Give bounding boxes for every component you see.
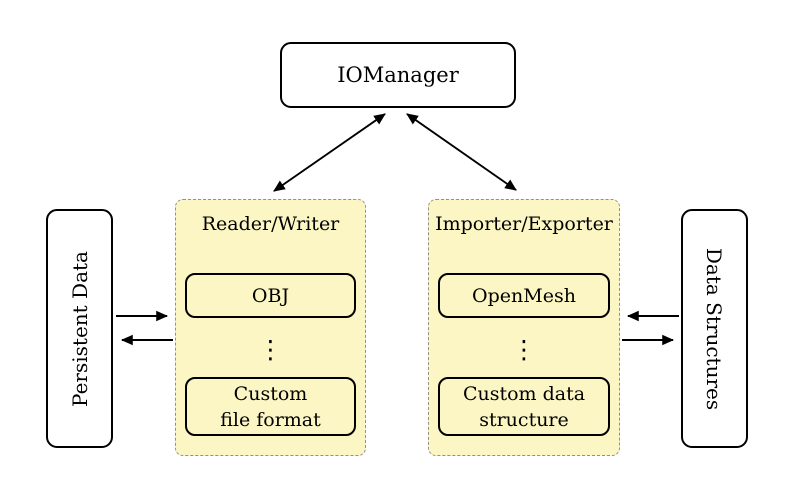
node-openmesh-label: OpenMesh	[472, 284, 576, 307]
group-importer-exporter-title: Importer/Exporter	[435, 213, 613, 235]
node-obj-label: OBJ	[251, 284, 290, 307]
node-obj: OBJ	[185, 273, 356, 318]
reader-writer-vertical-ellipsis: ⋮	[176, 324, 365, 374]
node-iomanager: IOManager	[280, 42, 516, 108]
node-data-structures-label: Data Structures	[702, 247, 727, 410]
vertical-ellipsis-glyph: ⋮	[511, 334, 537, 364]
node-custom-data-structure-label: Custom data structure	[462, 382, 586, 431]
node-iomanager-label: IOManager	[337, 63, 459, 87]
node-custom-data-structure: Custom data structure	[438, 377, 610, 436]
node-openmesh: OpenMesh	[438, 273, 610, 318]
group-reader-writer: Reader/Writer OBJ ⋮ Custom file format	[175, 199, 366, 456]
node-persistent-data-label: Persistent Data	[67, 250, 92, 407]
node-custom-file-format: Custom file format	[185, 377, 356, 436]
importer-exporter-vertical-ellipsis: ⋮	[429, 324, 619, 374]
group-reader-writer-title: Reader/Writer	[201, 213, 340, 235]
edge-iomanager-importerexporter-arrow	[406, 113, 517, 191]
edge-iomanager-readerwriter-arrow	[273, 113, 386, 192]
node-persistent-data: Persistent Data	[46, 209, 113, 448]
node-data-structures: Data Structures	[681, 209, 748, 448]
vertical-ellipsis-glyph: ⋮	[258, 334, 283, 364]
node-custom-file-format-label: Custom file format	[220, 382, 321, 431]
group-importer-exporter: Importer/Exporter OpenMesh ⋮ Custom data…	[428, 199, 620, 456]
